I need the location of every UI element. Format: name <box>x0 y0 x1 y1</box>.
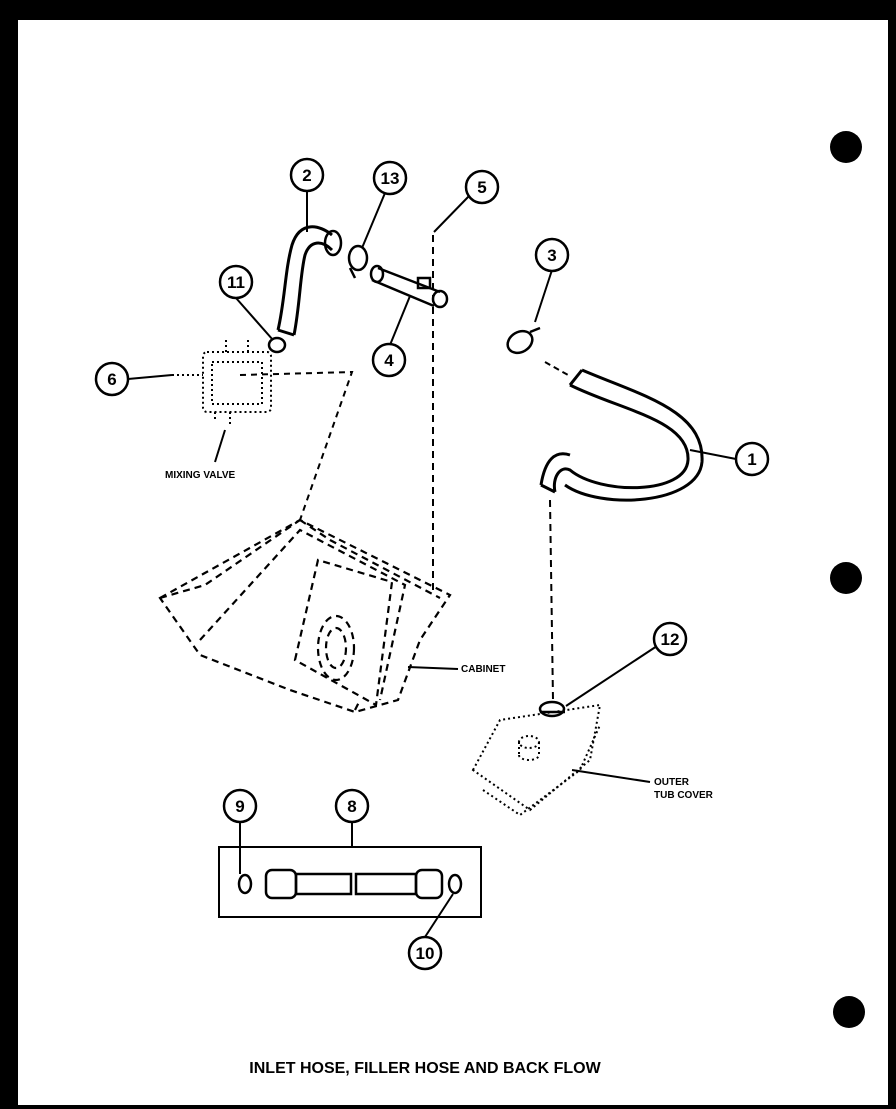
svg-text:11: 11 <box>227 273 245 292</box>
label-mixing-valve: MIXING VALVE <box>165 470 236 481</box>
callout-5: 5 <box>464 169 500 205</box>
svg-text:13: 13 <box>381 169 400 188</box>
washer-part-9 <box>237 873 253 895</box>
callout-1: 1 <box>734 441 770 477</box>
label-outer: OUTER <box>654 777 690 788</box>
callout-4: 4 <box>371 342 407 378</box>
svg-text:10: 10 <box>416 944 435 963</box>
callout-3: 3 <box>534 237 570 273</box>
leader-lines <box>127 190 737 938</box>
punch-hole-bottom <box>833 996 865 1028</box>
washer-part-10 <box>447 873 463 895</box>
callout-2: 2 <box>289 157 325 193</box>
punch-hole-top <box>830 131 862 163</box>
callout-9: 9 <box>222 788 258 824</box>
diagram-title: INLET HOSE, FILLER HOSE AND BACK FLOW <box>249 1060 601 1077</box>
callout-6: 6 <box>94 361 130 397</box>
callout-10: 10 <box>407 935 443 971</box>
punch-hole-middle <box>830 562 862 594</box>
inlet-hose-part-8 <box>264 868 444 900</box>
clamp-part-3 <box>506 326 541 355</box>
svg-text:3: 3 <box>547 246 556 265</box>
svg-text:12: 12 <box>661 630 680 649</box>
valve-to-cabinet-line <box>239 370 354 521</box>
fitting-part-12 <box>538 700 566 718</box>
filler-hose-part-1 <box>539 368 704 502</box>
svg-text:6: 6 <box>107 370 116 389</box>
cabinet-outline <box>158 518 452 714</box>
hose-part-2 <box>276 225 343 337</box>
tube-part-4 <box>369 264 449 309</box>
callout-8: 8 <box>334 788 370 824</box>
callout-11: 11 <box>218 264 254 300</box>
svg-text:1: 1 <box>747 450 756 469</box>
clamp-3-guide <box>544 361 569 376</box>
clamp-part-13 <box>347 244 369 279</box>
svg-text:4: 4 <box>384 351 394 370</box>
clamp-part-11 <box>267 336 287 354</box>
svg-text:9: 9 <box>235 797 244 816</box>
inlet-hose-box <box>218 846 482 918</box>
filler-hose-guide <box>549 499 554 701</box>
callout-13: 13 <box>372 160 408 196</box>
svg-text:5: 5 <box>477 178 486 197</box>
label-tub-cover: TUB COVER <box>654 790 714 801</box>
label-cabinet: CABINET <box>461 664 505 675</box>
mixing-valve-part <box>172 340 272 425</box>
outer-tub-cover <box>471 703 602 817</box>
svg-text:8: 8 <box>347 797 356 816</box>
diagram-sheet <box>18 20 888 1105</box>
svg-text:2: 2 <box>302 166 311 185</box>
callout-12: 12 <box>652 621 688 657</box>
